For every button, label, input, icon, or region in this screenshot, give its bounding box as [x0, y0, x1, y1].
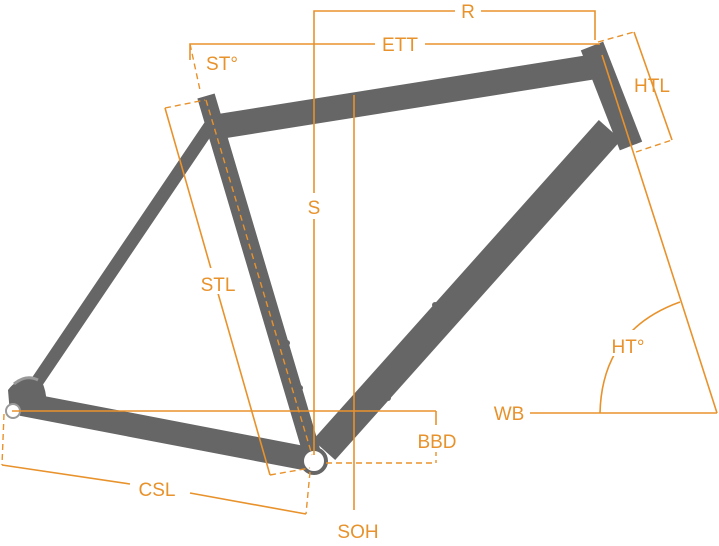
- bottle-mount: [284, 340, 290, 346]
- label-head-tube-length: HTL: [634, 76, 670, 97]
- chain-stay: [19, 392, 317, 472]
- head-tube: [580, 41, 643, 151]
- bottle-mount: [297, 385, 303, 391]
- seat-angle-reference: [189, 43, 201, 91]
- rear-dropout: [5, 376, 47, 419]
- bottle-mount: [432, 302, 438, 308]
- label-effective-top-tube: ETT: [382, 35, 418, 56]
- bb-drop-dimension: [12, 410, 437, 464]
- dimension-lines: [1, 10, 718, 515]
- bottle-mount: [402, 339, 408, 345]
- head-tube-length-dimension: [597, 31, 673, 153]
- chain-stay-length-dimension: [1, 413, 311, 515]
- top-tube: [214, 52, 607, 140]
- label-standover-height: SOH: [337, 522, 378, 543]
- label-reach: R: [461, 2, 475, 23]
- label-stack: S: [308, 198, 321, 219]
- reach-dimension: [313, 10, 596, 455]
- label-head-tube-angle: HT°: [612, 337, 645, 358]
- bike-frame: [5, 41, 643, 475]
- head-angle-line: [601, 54, 718, 414]
- seat-stay: [16, 116, 220, 408]
- label-chain-stay-length: CSL: [139, 480, 176, 501]
- bottle-mount: [385, 395, 391, 401]
- label-seat-tube-angle: ST°: [206, 54, 238, 75]
- label-bb-drop: BBD: [417, 432, 456, 453]
- labels: R ETT ST° HTL S STL HT° WB BBD CSL SOH: [139, 0, 670, 543]
- label-seat-tube-length: STL: [201, 275, 236, 296]
- down-tube: [312, 120, 622, 460]
- label-wheelbase: WB: [494, 404, 525, 425]
